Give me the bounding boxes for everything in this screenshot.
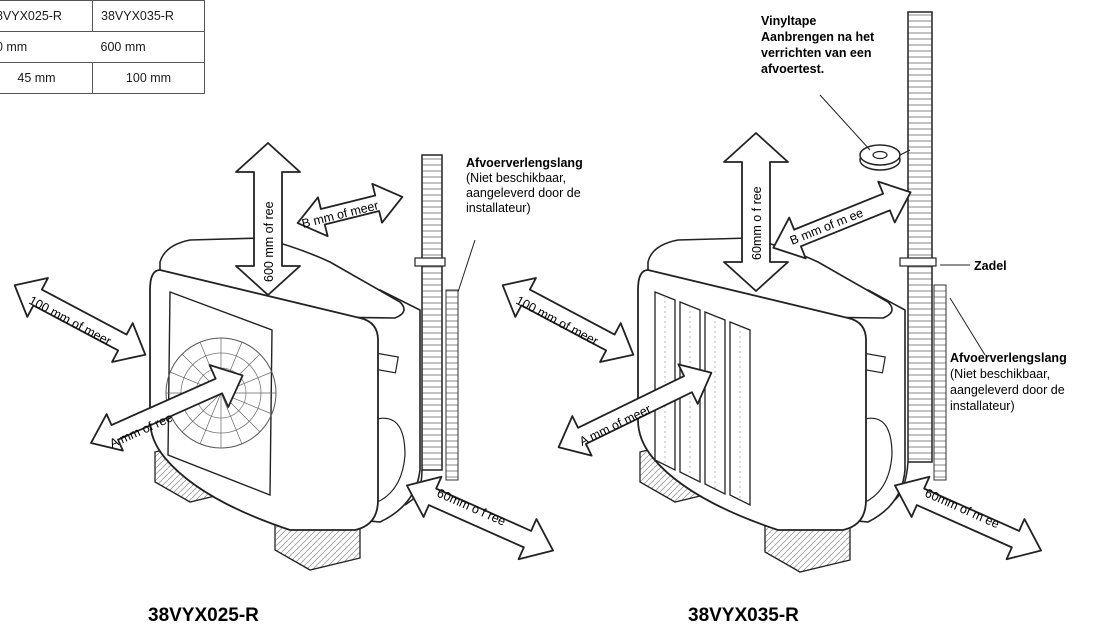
- tape-title: Vinyltape: [761, 14, 816, 28]
- model-label-left: 38VYX025-R: [148, 605, 259, 626]
- left-unit: [13, 142, 554, 571]
- hose-line: installateur): [950, 399, 1015, 413]
- tape-line: afvoertest.: [761, 62, 824, 76]
- table-row: 45 mm 100 mm: [0, 62, 205, 94]
- table-header-cell: 38VYX025-R: [0, 0, 93, 32]
- clearance-arrow-b: [296, 182, 404, 238]
- table-cell: 00 mm: [0, 31, 93, 63]
- clearance-arrow-top: [235, 142, 301, 296]
- clearance-arrow-left: [501, 277, 635, 363]
- hose-line: aangeleverd door de: [466, 186, 581, 200]
- table-row: 00 mm 600 mm: [0, 31, 205, 63]
- clearance-arrow-bottom: [894, 475, 1042, 561]
- saddle-label: Zadel: [974, 259, 1007, 273]
- tape-line: Aanbrengen na het: [761, 30, 875, 44]
- vinyl-tape-icon: [859, 144, 911, 171]
- clearance-arrow-a: [90, 364, 244, 452]
- clearance-table: 38VYX025-R 38VYX035-R 00 mm 600 mm 45 mm…: [0, 0, 205, 94]
- right-unit: [501, 11, 1042, 573]
- arrow-top-label: 600 mm of ree: [262, 201, 276, 282]
- hose-line: (Niet beschikbaar,: [950, 367, 1050, 381]
- clearance-arrow-a: [557, 363, 713, 457]
- drain-hose-icon: [404, 154, 459, 506]
- drain-hose-icon: [894, 11, 947, 501]
- clearance-arrow-top: [723, 132, 789, 292]
- clearance-arrow-bottom: [406, 475, 554, 561]
- hose-line: aangeleverd door de: [950, 383, 1065, 397]
- table-cell: 100 mm: [92, 62, 205, 94]
- model-label-right: 38VYX035-R: [688, 605, 799, 626]
- hose-title: Afvoerverlengslang: [950, 351, 1067, 365]
- table-cell: 600 mm: [92, 31, 205, 63]
- hose-title: Afvoerverlengslang: [466, 156, 583, 170]
- arrow-top-label: 60mm o f ree: [750, 186, 764, 260]
- table-cell: 45 mm: [0, 62, 93, 94]
- tape-line: verrichten van een: [761, 46, 871, 60]
- hose-line: installateur): [466, 201, 531, 215]
- clearance-arrow-b: [772, 180, 912, 260]
- table-header-cell: 38VYX035-R: [92, 0, 205, 32]
- clearance-arrow-left: [13, 277, 147, 363]
- hose-line: (Niet beschikbaar,: [466, 171, 566, 185]
- louvre-grille-icon: [654, 291, 751, 507]
- table-row: 38VYX025-R 38VYX035-R: [0, 0, 205, 32]
